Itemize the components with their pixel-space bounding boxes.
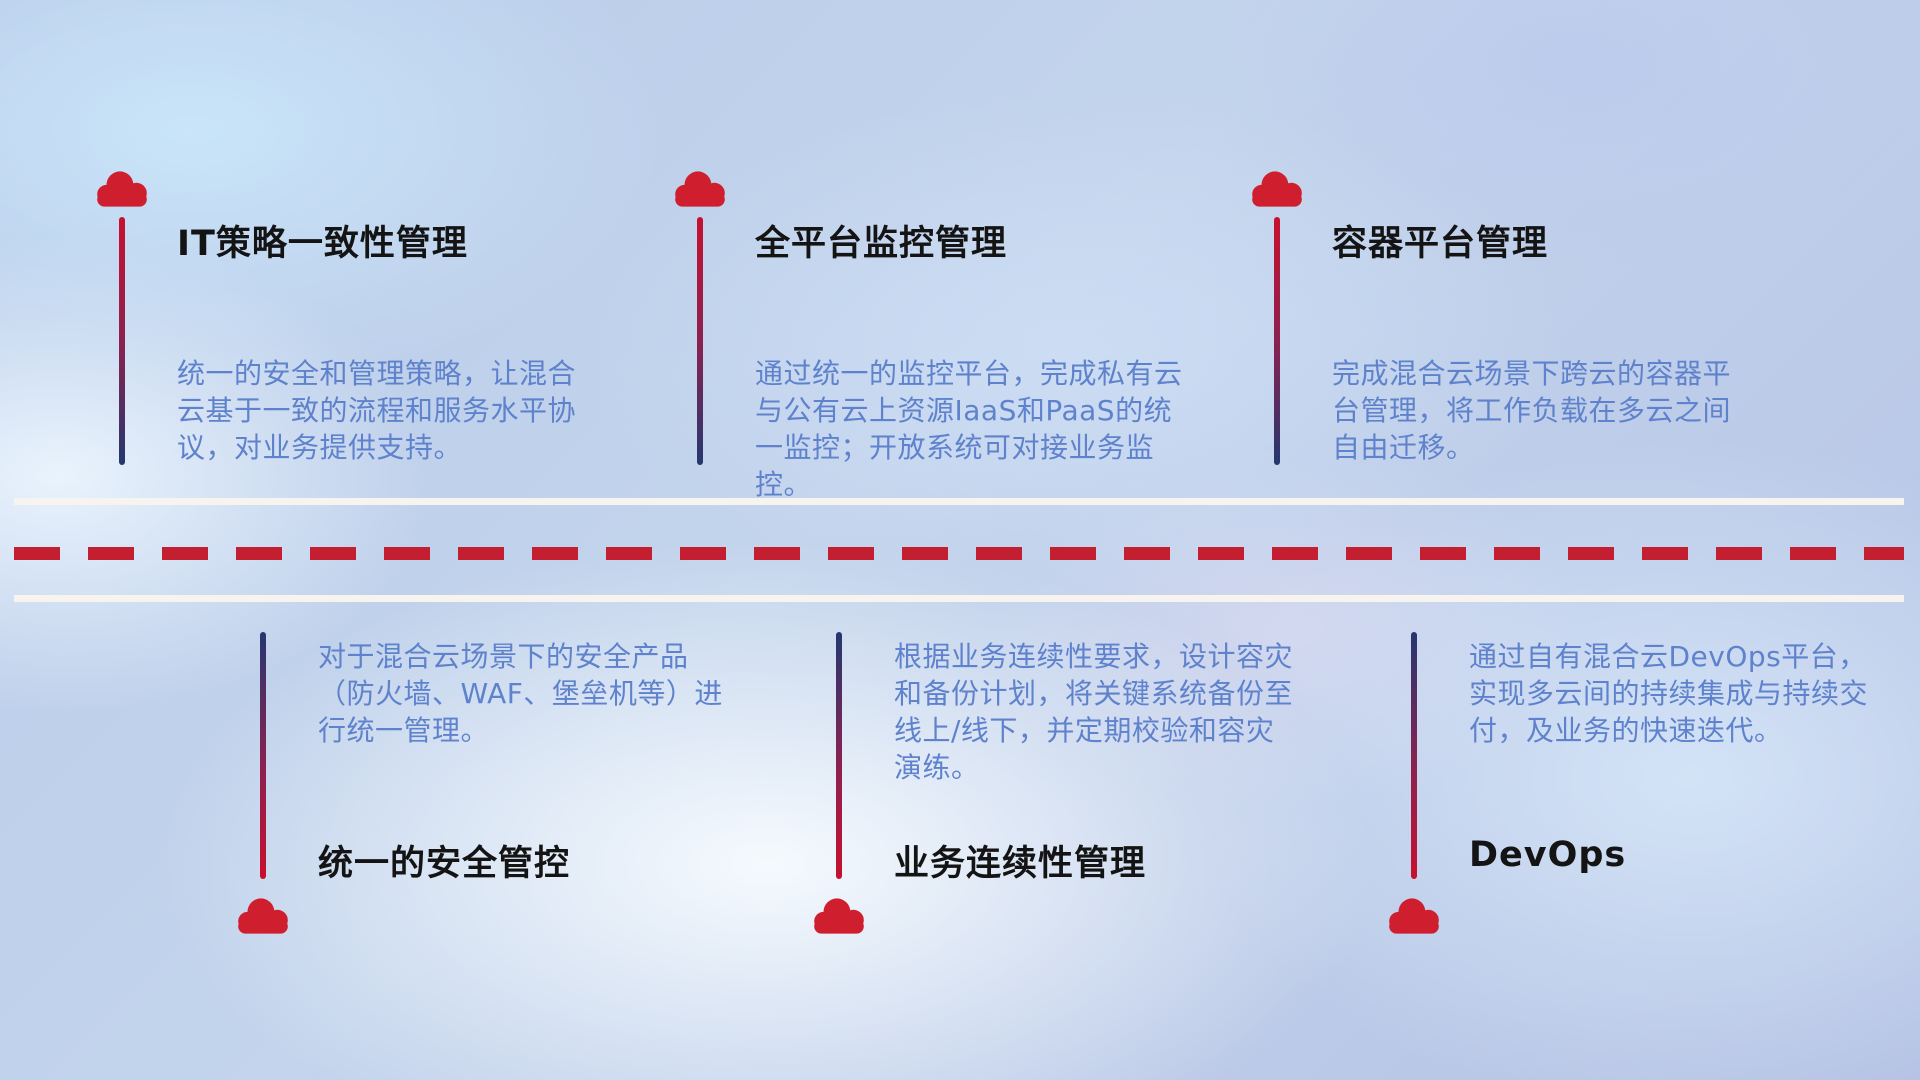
capability-title: 全平台监控管理 <box>755 224 1008 264</box>
cloud-icon <box>1252 171 1302 207</box>
cloud-icon <box>814 898 864 934</box>
road-bottom-line <box>14 595 1904 602</box>
cloud-icon <box>675 171 725 207</box>
capability-item-security-control: 对于混合云场景下的安全产品（防火墙、WAF、堡垒机等）进行统一管理。 统一的安全… <box>238 632 750 952</box>
capability-description: 对于混合云场景下的安全产品（防火墙、WAF、堡垒机等）进行统一管理。 <box>318 640 723 747</box>
capability-item-container-platform: 容器平台管理 完成混合云场景下跨云的容器平台管理，将工作负载在多云之间自由迁移。 <box>1252 169 1764 469</box>
cloud-icon <box>1389 898 1439 934</box>
timeline-stick <box>836 632 842 879</box>
capability-title: 统一的安全管控 <box>318 844 571 884</box>
timeline-stick <box>1411 632 1417 879</box>
timeline-stick <box>260 632 266 879</box>
capability-title: DevOps <box>1469 835 1627 875</box>
capability-item-business-continuity: 根据业务连续性要求，设计容灾和备份计划，将关键系统备份至线上/线下，并定期校验和… <box>814 632 1326 952</box>
timeline-stick <box>119 217 125 465</box>
timeline-stick <box>697 217 703 465</box>
road-top-line <box>14 498 1904 505</box>
road-center-dashed-line <box>14 547 1904 560</box>
capability-description: 通过自有混合云DevOps平台，实现多云间的持续集成与持续交付，及业务的快速迭代… <box>1469 640 1869 747</box>
capability-description: 根据业务连续性要求，设计容灾和备份计划，将关键系统备份至线上/线下，并定期校验和… <box>894 640 1294 784</box>
capability-item-devops: 通过自有混合云DevOps平台，实现多云间的持续集成与持续交付，及业务的快速迭代… <box>1389 632 1901 952</box>
capability-item-monitoring: 全平台监控管理 通过统一的监控平台，完成私有云与公有云上资源IaaS和PaaS的… <box>675 169 1187 501</box>
capability-description: 统一的安全和管理策略，让混合云基于一致的流程和服务水平协议，对业务提供支持。 <box>177 357 577 464</box>
capability-title: IT策略一致性管理 <box>177 224 468 264</box>
capability-item-it-policy: IT策略一致性管理 统一的安全和管理策略，让混合云基于一致的流程和服务水平协议，… <box>97 169 609 469</box>
capability-title: 业务连续性管理 <box>894 844 1147 884</box>
capability-title: 容器平台管理 <box>1332 224 1549 264</box>
cloud-icon <box>238 898 288 934</box>
capability-description: 通过统一的监控平台，完成私有云与公有云上资源IaaS和PaaS的统一监控；开放系… <box>755 357 1183 501</box>
timeline-stick <box>1274 217 1280 465</box>
cloud-icon <box>97 171 147 207</box>
capability-description: 完成混合云场景下跨云的容器平台管理，将工作负载在多云之间自由迁移。 <box>1332 357 1732 464</box>
